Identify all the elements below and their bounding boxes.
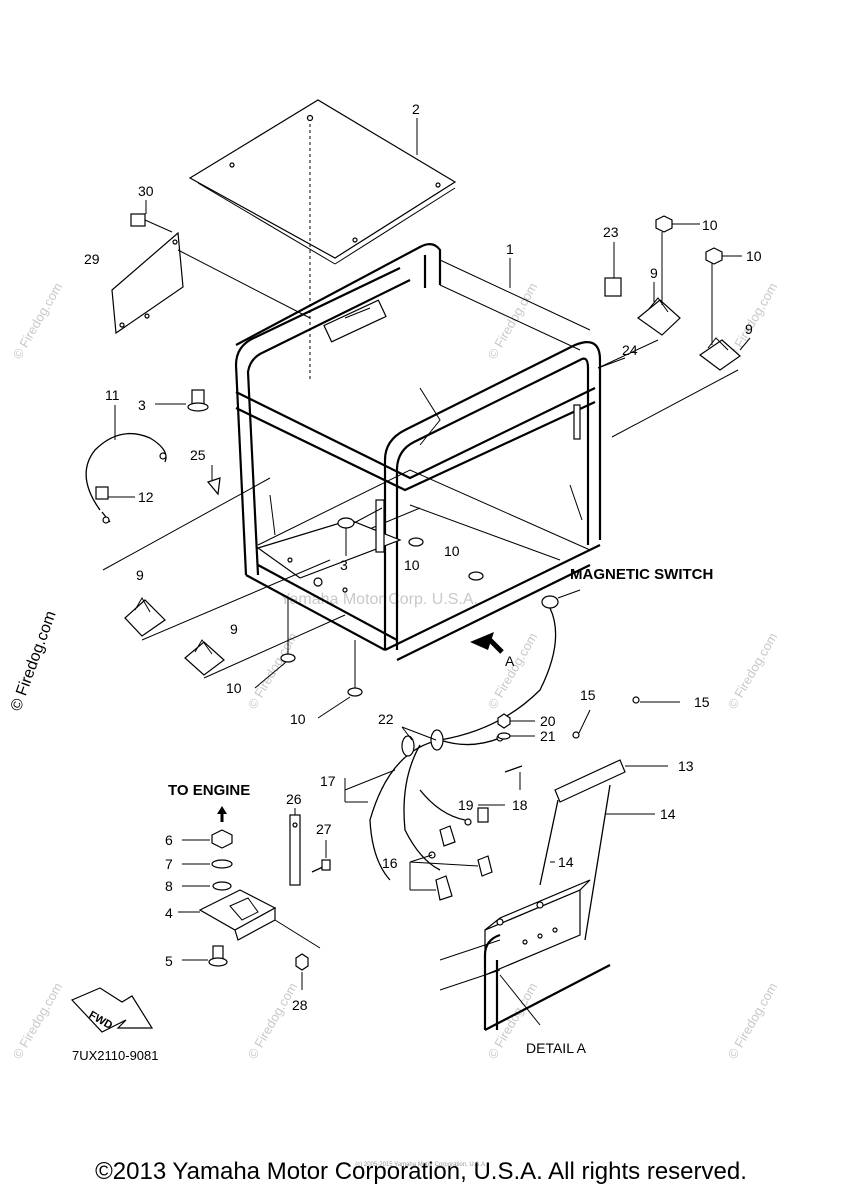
label-part28: 28 xyxy=(292,997,308,1013)
nut-part10-top xyxy=(655,215,742,265)
label-part7: 7 xyxy=(165,856,173,872)
label-part14: 14 xyxy=(558,854,574,870)
part-number-labels: 1 2 3 3 4 5 6 7 8 9 9 9 9 10 10 10 10 10… xyxy=(84,101,762,1013)
magnetic-switch-label: MAGNETIC SWITCH xyxy=(570,566,713,583)
cable-part11 xyxy=(85,405,167,524)
bolt-part19 xyxy=(477,804,505,823)
label-part10: 10 xyxy=(746,248,762,264)
fwd-arrow-icon: FWD xyxy=(70,987,154,1033)
main-frame-part1 xyxy=(234,243,602,661)
label-part3: 3 xyxy=(340,557,348,573)
label-part22: 22 xyxy=(378,711,394,727)
label-part21: 21 xyxy=(540,728,556,744)
rods-part14 xyxy=(539,784,655,941)
label-part1: 1 xyxy=(506,241,514,257)
label-part3: 3 xyxy=(138,397,146,413)
bolt-part18 xyxy=(504,765,523,790)
label-part14: 14 xyxy=(660,806,676,822)
watermark-group: © Firedog.com © Firedog.com © Firedog.co… xyxy=(10,280,781,1062)
small-copyright-notice: (c) 2005-2015 Yamaha Motor Corporation, … xyxy=(355,1162,487,1168)
watermark-site: © Firedog.com xyxy=(725,630,781,712)
diagram-code: 7UX2110-9081 xyxy=(72,1048,159,1063)
copyright-footer: ©2013 Yamaha Motor Corporation, U.S.A. A… xyxy=(95,1158,747,1185)
strap-part26 xyxy=(289,808,301,886)
label-part19: 19 xyxy=(458,797,474,813)
label-part13: 13 xyxy=(678,758,694,774)
watermark-site: © Firedog.com xyxy=(10,980,66,1062)
view-arrow-a xyxy=(470,632,504,654)
bolt-part5 xyxy=(182,945,228,967)
label-part11: 11 xyxy=(105,387,120,403)
label-part9: 9 xyxy=(230,621,238,637)
label-part8: 8 xyxy=(165,878,173,894)
watermark-site: © Firedog.com xyxy=(725,980,781,1062)
label-part15: 15 xyxy=(694,694,710,710)
to-engine-arrow xyxy=(217,806,227,822)
detail-a-label: DETAIL A xyxy=(526,1040,587,1056)
label-part9: 9 xyxy=(136,567,144,583)
top-panel-part2 xyxy=(188,99,457,380)
washer-part7 xyxy=(182,859,233,869)
nut-part6 xyxy=(182,829,233,849)
screw-part27 xyxy=(311,840,331,873)
label-part9: 9 xyxy=(745,321,753,337)
watermark-site-left: © Firedog.com xyxy=(8,609,60,714)
label-part24: 24 xyxy=(622,342,638,358)
label-part25: 25 xyxy=(190,447,206,463)
side-plate-part29 xyxy=(111,213,311,335)
label-part15: 15 xyxy=(580,687,596,703)
feet-part10 xyxy=(254,537,484,719)
label-part27: 27 xyxy=(316,821,332,837)
detail-a-battery xyxy=(439,879,611,1031)
label-part23: 23 xyxy=(603,224,619,240)
watermark-site: © Firedog.com xyxy=(10,280,66,362)
bolt-part12 xyxy=(95,486,135,500)
bolt-part3-center xyxy=(337,507,383,556)
label-part17: 17 xyxy=(320,773,336,789)
label-part10: 10 xyxy=(444,543,460,559)
label-part18: 18 xyxy=(512,797,528,813)
nut-part28 xyxy=(295,953,309,990)
mount-parts-9-lower xyxy=(124,559,346,679)
battery-strap-part13 xyxy=(554,759,668,803)
mount-parts-9-upper xyxy=(611,232,741,438)
label-part10: 10 xyxy=(404,557,420,573)
nut-washer-parts-20-21 xyxy=(497,713,535,740)
label-part10: 10 xyxy=(226,680,242,696)
watermark-site: © Firedog.com xyxy=(245,980,301,1062)
bolts-part15 xyxy=(572,696,680,739)
label-part9: 9 xyxy=(650,265,658,281)
watermark-site: © Firedog.com xyxy=(485,280,541,362)
label-part2: 2 xyxy=(412,101,420,117)
washer-part8 xyxy=(182,881,232,891)
magnetic-switch xyxy=(439,589,581,741)
watermark-site: © Firedog.com xyxy=(245,630,301,712)
label-part16: 16 xyxy=(382,855,398,871)
to-engine-label: TO ENGINE xyxy=(168,782,250,799)
label-part29: 29 xyxy=(84,251,100,267)
label-part30: 30 xyxy=(138,183,154,199)
bolt-part3-left xyxy=(155,389,209,412)
terminals-part16 xyxy=(409,825,493,901)
label-part23 xyxy=(604,277,622,297)
view-a-label: A xyxy=(505,653,515,669)
mount-bracket-part4 xyxy=(178,889,321,949)
label-part4: 4 xyxy=(165,905,173,921)
label-part10: 10 xyxy=(702,217,718,233)
label-part6: 6 xyxy=(165,832,173,848)
label-part26: 26 xyxy=(286,791,302,807)
label-part10: 10 xyxy=(290,711,306,727)
label-part20: 20 xyxy=(540,713,556,729)
label-part5: 5 xyxy=(165,953,173,969)
label-part12: 12 xyxy=(138,489,154,505)
clip-part25 xyxy=(206,477,221,496)
